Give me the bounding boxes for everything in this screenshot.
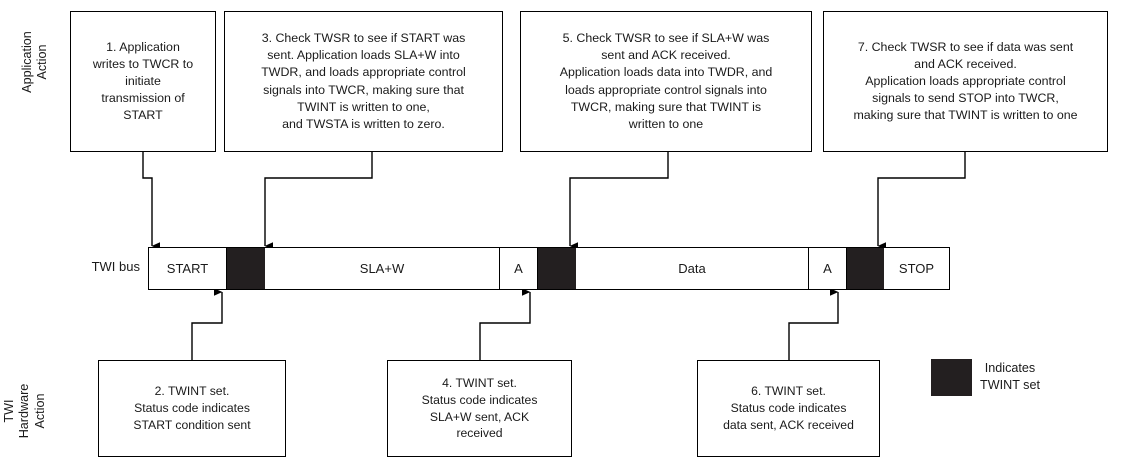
bus-segment-twint-1[interactable] bbox=[227, 248, 265, 289]
bus-row-label: TWI bus bbox=[91, 259, 140, 274]
application-step-3-box[interactable]: 3. Check TWSR to see if START was sent. … bbox=[224, 11, 503, 152]
application-step-1-box[interactable]: 1. Application writes to TWCR to initiat… bbox=[70, 11, 216, 152]
bus-segment-ack-1[interactable]: A bbox=[500, 248, 538, 289]
twi-bus-bar: START SLA+W A Data A STOP bbox=[148, 247, 950, 290]
application-step-7-box[interactable]: 7. Check TWSR to see if data was sent an… bbox=[823, 11, 1108, 152]
hardware-step-6-box[interactable]: 6. TWINT set. Status code indicates data… bbox=[697, 360, 880, 457]
application-step-5-box[interactable]: 5. Check TWSR to see if SLA+W was sent a… bbox=[520, 11, 812, 152]
bus-segment-twint-2[interactable] bbox=[538, 248, 576, 289]
twi-transmission-diagram: Application Action TWI Hardware Action T… bbox=[2, 11, 1108, 457]
hardware-step-4-box[interactable]: 4. TWINT set. Status code indicates SLA+… bbox=[387, 360, 572, 457]
legend-twint-swatch bbox=[931, 359, 972, 396]
bus-segment-ack-2[interactable]: A bbox=[809, 248, 847, 289]
lane-label-hardware-action: TWI Hardware Action bbox=[2, 383, 47, 439]
bus-segment-stop[interactable]: STOP bbox=[884, 248, 949, 289]
bus-segment-data[interactable]: Data bbox=[576, 248, 809, 289]
bus-segment-sla-w[interactable]: SLA+W bbox=[265, 248, 500, 289]
hardware-step-2-box[interactable]: 2. TWINT set. Status code indicates STAR… bbox=[98, 360, 286, 457]
legend-twint-label: Indicates TWINT set bbox=[980, 361, 1040, 393]
bus-segment-twint-3[interactable] bbox=[847, 248, 884, 289]
bus-segment-start[interactable]: START bbox=[149, 248, 227, 289]
lane-label-application-action: Application Action bbox=[19, 31, 49, 93]
